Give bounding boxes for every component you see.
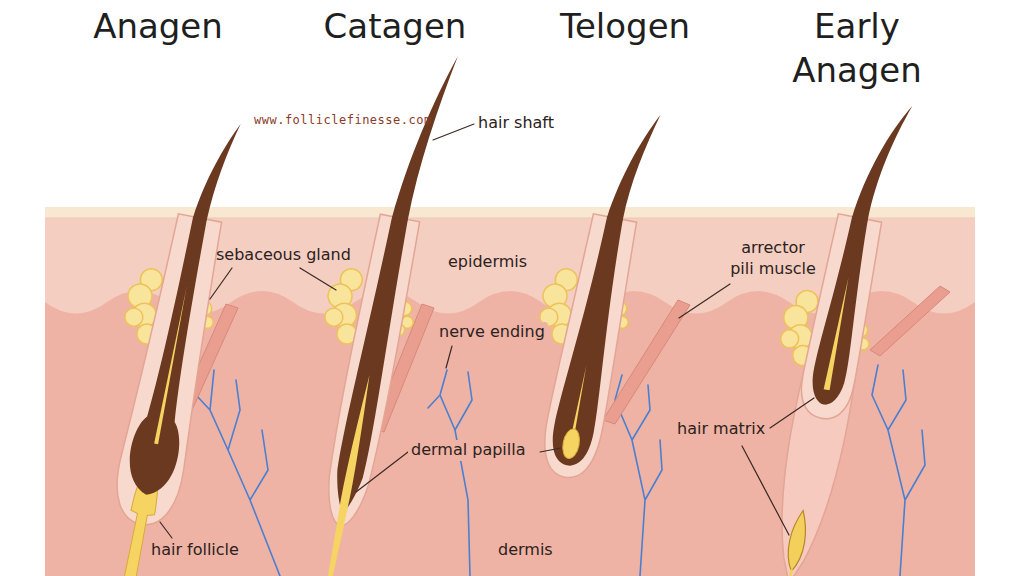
- telogen-follicle: [510, 99, 669, 483]
- dermal-papilla: [323, 374, 373, 576]
- leader-line: [742, 446, 789, 535]
- part-label: dermal papilla: [408, 440, 528, 461]
- part-label: nerve ending: [436, 322, 548, 343]
- watermark: www.folliclefinesse.com: [254, 113, 432, 129]
- club-hair: [547, 214, 634, 469]
- hair-core: [154, 286, 188, 444]
- early-anagen-follicle: [730, 90, 915, 576]
- nerve-ending: [872, 365, 925, 576]
- leader-line: [356, 452, 408, 492]
- leader-lines: [160, 124, 814, 538]
- stage-title: Anagen: [58, 4, 258, 48]
- part-label: hair matrix: [674, 419, 768, 440]
- follicle-sheath: [537, 213, 642, 483]
- leader-line: [210, 268, 232, 299]
- part-label: arrector pili muscle: [728, 238, 818, 280]
- leader-line: [433, 124, 474, 140]
- part-label: hair shaft: [478, 113, 554, 134]
- leader-line: [770, 398, 814, 428]
- hair-core: [824, 276, 852, 390]
- anagen-follicle: [73, 109, 252, 576]
- follicle-sheath: [109, 212, 232, 531]
- leader-line: [160, 522, 172, 538]
- leader-line: [679, 284, 730, 318]
- muscle-band: [870, 286, 950, 356]
- hair-shaft: [392, 50, 458, 224]
- new-papilla: [784, 509, 811, 573]
- part-label: hair follicle: [148, 540, 242, 561]
- follicle-sheath: [796, 213, 886, 423]
- part-label: dermis: [495, 540, 556, 561]
- nerve-ending: [428, 370, 472, 576]
- leader-line: [540, 448, 561, 452]
- hair-matrix: [808, 215, 876, 408]
- dermis-layer: [45, 208, 975, 576]
- hair-shaft: [852, 99, 912, 225]
- stage-title: Telogen: [525, 4, 725, 48]
- dermal-papilla: [560, 428, 581, 461]
- stage-title: Early Anagen: [772, 4, 942, 92]
- hair-shaft: [193, 119, 241, 224]
- stage-title: Catagen: [295, 4, 495, 48]
- hair-core: [572, 365, 588, 434]
- papilla-tail: [784, 569, 793, 576]
- leader-line: [300, 268, 336, 290]
- hair-bulb: [123, 213, 224, 499]
- leader-line: [446, 346, 452, 368]
- hair-shaft: [607, 108, 661, 223]
- part-label: epidermis: [448, 252, 527, 273]
- part-label: sebaceous gland: [216, 245, 351, 266]
